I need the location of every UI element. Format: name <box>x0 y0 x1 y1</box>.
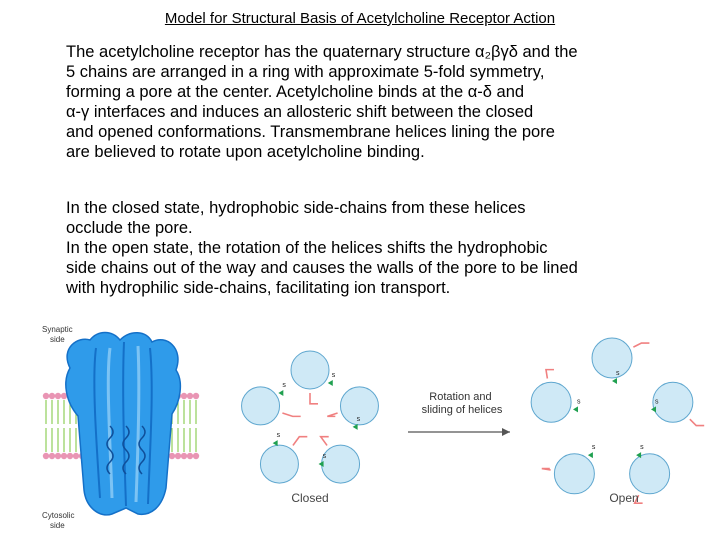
intro-line: are believed to rotate upon acetylcholin… <box>66 143 425 161</box>
lipid-head <box>186 452 194 460</box>
helix-circle <box>530 381 572 423</box>
hydrophobic-side-chain <box>545 368 554 379</box>
intro-line: α-γ interfaces and induces an allosteric… <box>66 103 534 121</box>
intro-line: 5 chains are arranged in a ring with app… <box>66 63 545 81</box>
closed-label: Closed <box>291 491 328 505</box>
states-line: In the open state, the rotation of the h… <box>66 239 548 257</box>
lipid-head <box>180 452 188 460</box>
lipid-head <box>192 452 200 460</box>
hydrophilic-marker-icon <box>327 379 333 386</box>
lipid-head <box>48 392 56 400</box>
hydrophilic-label: s <box>577 398 581 405</box>
states-paragraph: In the closed state, hydrophobic side-ch… <box>66 198 706 298</box>
hydrophilic-marker-icon <box>612 378 617 384</box>
lipid-head <box>54 452 62 460</box>
lipid-head <box>60 392 68 400</box>
intro-line: and opened conformations. Transmembrane … <box>66 123 555 141</box>
states-line: occlude the pore. <box>66 219 193 237</box>
hydrophilic-label: s <box>332 372 336 379</box>
hydrophobic-side-chain <box>292 435 308 446</box>
helix-circle <box>629 453 671 495</box>
hydrophilic-marker-icon <box>650 406 656 413</box>
helix-circle <box>652 381 694 423</box>
receptor-protein <box>65 331 182 516</box>
intro-line: forming a pore at the center. Acetylchol… <box>66 83 525 101</box>
hydrophobic-side-chain <box>633 342 650 348</box>
helix-circle <box>259 444 299 484</box>
hydrophilic-label: s <box>640 444 644 451</box>
lipid-head <box>192 392 200 400</box>
receptor-figure: Synaptic side Cytosolic side s s s s s Close… <box>42 325 705 530</box>
hydrophobic-side-chain <box>633 494 643 504</box>
cytosolic-side-label: Cytosolic side <box>42 511 77 530</box>
slide-title: Model for Structural Basis of Acetylchol… <box>164 10 556 27</box>
helix-circle <box>290 350 330 390</box>
hydrophilic-marker-icon <box>278 390 284 397</box>
helix-circle <box>339 386 379 426</box>
hydrophilic-label: s <box>277 432 281 439</box>
states-line: side chains out of the way and causes th… <box>66 259 578 277</box>
hydrophilic-label: s <box>655 398 659 405</box>
hydrophobic-side-chain <box>309 393 318 405</box>
lipid-head <box>180 392 188 400</box>
lipid-head <box>48 452 56 460</box>
lipid-head <box>168 452 176 460</box>
hydrophobic-side-chain <box>689 418 705 427</box>
closed-pore-diagram: s s s s s <box>241 350 379 484</box>
states-line: with hydrophilic side-chains, facilitati… <box>66 279 451 297</box>
lipid-head <box>186 392 194 400</box>
arrow-head-icon <box>502 428 510 436</box>
lipid-head <box>54 392 62 400</box>
open-pore-diagram: s s s s s <box>530 337 705 504</box>
helix-circle <box>241 386 281 426</box>
lipid-head <box>66 452 74 460</box>
lipid-head <box>72 452 80 460</box>
hydrophilic-marker-icon <box>587 452 593 459</box>
hydrophilic-marker-icon <box>636 452 642 459</box>
helix-circle <box>591 337 633 379</box>
lipid-head <box>174 452 182 460</box>
hydrophobic-side-chain <box>282 412 301 418</box>
hydrophilic-label: s <box>616 370 620 377</box>
hydrophilic-marker-icon <box>352 423 358 430</box>
states-line: In the closed state, hydrophobic side-ch… <box>66 199 526 217</box>
lipid-head <box>42 452 50 460</box>
intro-line: The acetylcholine receptor has the quate… <box>66 43 578 61</box>
hydrophilic-marker-icon <box>272 440 278 447</box>
rotation-label: Rotation and sliding of helices <box>422 391 503 416</box>
helix-circle <box>321 444 361 484</box>
hydrophilic-label: s <box>592 444 596 451</box>
hydrophilic-marker-icon <box>318 461 324 468</box>
open-label: Open <box>609 491 638 505</box>
hydrophobic-side-chain <box>541 467 551 471</box>
hydrophobic-side-chain <box>319 435 329 446</box>
hydrophilic-label: s <box>357 416 361 423</box>
synaptic-side-label: Synaptic side <box>42 325 75 344</box>
hydrophobic-side-chain <box>327 412 338 418</box>
lipid-head <box>60 452 68 460</box>
helix-circle <box>553 453 595 495</box>
hydrophilic-label: s <box>323 453 327 460</box>
hydrophilic-label: s <box>282 382 286 389</box>
intro-paragraph: The acetylcholine receptor has the quate… <box>66 42 706 162</box>
lipid-head <box>42 392 50 400</box>
hydrophilic-marker-icon <box>573 406 579 413</box>
